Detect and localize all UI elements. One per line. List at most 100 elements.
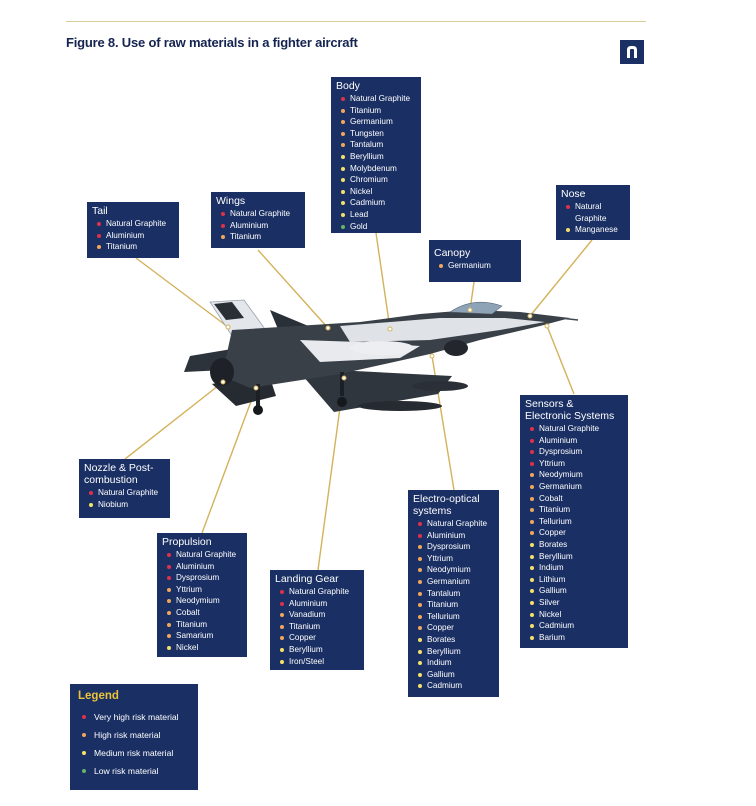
material-name: Natural Graphite bbox=[539, 424, 600, 433]
figure-title: Figure 8. Use of raw materials in a figh… bbox=[66, 35, 358, 50]
risk-dot-icon bbox=[341, 143, 345, 148]
callout-title: Body bbox=[336, 80, 360, 92]
material-name: Graphite bbox=[575, 213, 607, 223]
material-item: Titanium bbox=[167, 619, 242, 631]
material-item: Natural Graphite bbox=[97, 218, 174, 230]
material-name: Germanium bbox=[539, 481, 582, 491]
material-name: Germanium bbox=[427, 576, 470, 586]
material-name: Copper bbox=[539, 528, 566, 538]
legend-item: Very high risk material bbox=[78, 708, 190, 726]
material-item: Tellurium bbox=[530, 516, 623, 528]
top-rule bbox=[66, 21, 646, 22]
material-name: Aluminium bbox=[539, 435, 578, 445]
material-name: Cobalt bbox=[176, 607, 200, 617]
risk-dot-icon bbox=[167, 576, 171, 581]
material-item: Molybdenum bbox=[341, 163, 416, 175]
risk-dot-icon bbox=[530, 577, 534, 582]
material-item: Germanium bbox=[418, 576, 494, 588]
material-name: Tellurium bbox=[427, 611, 460, 621]
material-name: Dysprosium bbox=[176, 573, 220, 583]
callout-title: Nose bbox=[561, 188, 586, 200]
risk-dot-icon bbox=[97, 233, 101, 238]
risk-dot-icon bbox=[418, 545, 422, 550]
material-name: Copper bbox=[427, 623, 454, 633]
risk-dot-icon bbox=[418, 614, 422, 619]
callout-title-line2: Electronic Systems bbox=[525, 410, 615, 422]
material-item: Tungsten bbox=[341, 128, 416, 140]
risk-dot-icon bbox=[82, 733, 86, 737]
material-item: Beryllium bbox=[530, 551, 623, 563]
material-name: Borates bbox=[427, 634, 456, 644]
callout-title-line1: Electro-optical bbox=[413, 493, 480, 505]
material-name: Beryllium bbox=[539, 551, 573, 561]
material-name: Nickel bbox=[176, 642, 199, 652]
risk-dot-icon bbox=[97, 245, 101, 250]
material-item: Natural Graphite bbox=[418, 518, 494, 530]
callout-title: Canopy bbox=[434, 247, 471, 259]
risk-dot-icon bbox=[530, 542, 534, 547]
legend-label: High risk material bbox=[94, 730, 161, 740]
material-name: Germanium bbox=[448, 261, 491, 270]
material-item: Borates bbox=[418, 634, 494, 646]
risk-dot-icon bbox=[418, 603, 422, 608]
risk-dot-icon bbox=[280, 624, 284, 629]
brand-logo-icon bbox=[620, 40, 644, 64]
material-item: Titanium bbox=[530, 504, 623, 516]
material-name: Tungsten bbox=[350, 128, 384, 138]
risk-dot-icon bbox=[530, 427, 534, 431]
material-name: Aluminium bbox=[230, 220, 269, 230]
risk-dot-icon bbox=[439, 264, 443, 268]
risk-dot-icon bbox=[280, 613, 284, 618]
material-item: Tantalum bbox=[418, 588, 494, 600]
material-name: Natural Graphite bbox=[427, 519, 488, 528]
risk-dot-icon bbox=[167, 610, 171, 615]
material-name: Natural bbox=[575, 202, 602, 211]
material-item: Dysprosium bbox=[418, 541, 494, 553]
material-name: Niobium bbox=[98, 499, 129, 509]
material-name: Aluminium bbox=[289, 598, 328, 608]
material-name: Lithium bbox=[539, 574, 566, 584]
material-item: Titanium bbox=[341, 105, 416, 117]
leader-propulsion bbox=[201, 387, 257, 534]
risk-dot-icon bbox=[530, 438, 534, 443]
material-item: Aluminium bbox=[418, 530, 494, 542]
material-name: Yttrium bbox=[176, 584, 202, 594]
material-name: Beryllium bbox=[427, 646, 461, 656]
material-item: Natural Graphite bbox=[221, 208, 300, 220]
risk-dot-icon bbox=[418, 637, 422, 642]
material-item: Neodymium bbox=[167, 595, 242, 607]
risk-dot-icon bbox=[530, 519, 534, 524]
material-name: Titanium bbox=[539, 505, 571, 515]
material-name: Lead bbox=[350, 209, 369, 219]
material-item: Neodymium bbox=[418, 564, 494, 576]
risk-dot-icon bbox=[530, 635, 534, 640]
material-item: Chromium bbox=[341, 174, 416, 186]
material-name: Beryllium bbox=[350, 151, 384, 161]
risk-dot-icon bbox=[280, 636, 284, 641]
material-item: Titanium bbox=[221, 231, 300, 243]
material-item: Borates bbox=[530, 539, 623, 551]
material-item: Samarium bbox=[167, 630, 242, 642]
material-item: Iron/Steel bbox=[280, 656, 359, 668]
material-item: Aluminium bbox=[530, 435, 623, 447]
risk-dot-icon bbox=[167, 553, 171, 557]
material-item: Graphite bbox=[566, 213, 625, 225]
material-name: Titanium bbox=[427, 600, 459, 610]
material-item: Manganese bbox=[566, 224, 625, 236]
material-name: Borates bbox=[539, 539, 568, 549]
material-name: Natural Graphite bbox=[230, 209, 291, 218]
material-item: Yttrium bbox=[530, 458, 623, 470]
material-name: Indium bbox=[427, 658, 452, 668]
callout-title: Tail bbox=[92, 205, 108, 217]
material-item: Aluminium bbox=[97, 230, 174, 242]
material-name: Titanium bbox=[106, 242, 138, 252]
material-item: Cobalt bbox=[167, 607, 242, 619]
risk-dot-icon bbox=[82, 769, 86, 773]
risk-dot-icon bbox=[341, 189, 345, 194]
material-name: Titanium bbox=[350, 105, 382, 115]
material-item: Germanium bbox=[341, 116, 416, 128]
callout-title-line1: Sensors & bbox=[525, 398, 574, 410]
